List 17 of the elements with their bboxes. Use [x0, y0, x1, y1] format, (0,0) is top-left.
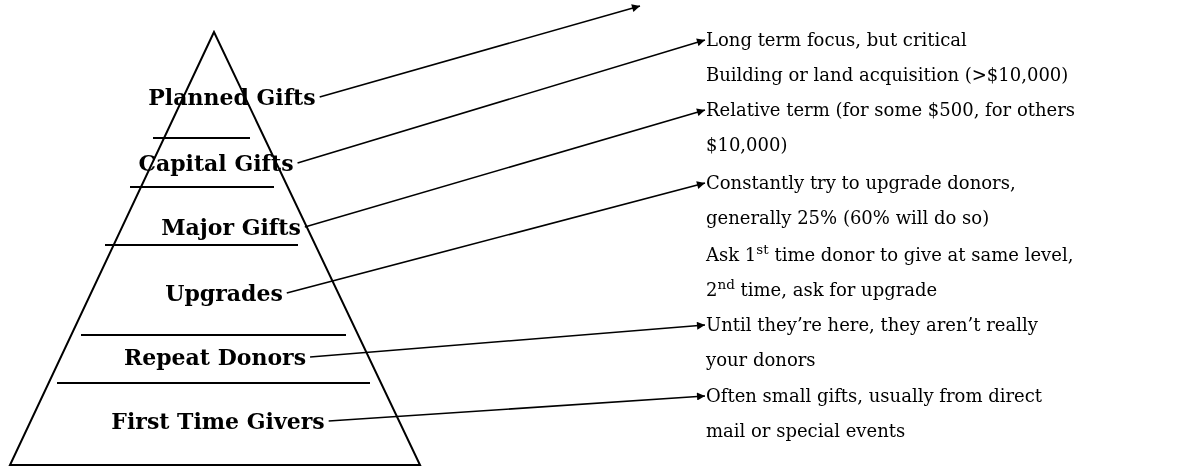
note-text: Building or land acquisition (>$10,000): [706, 63, 1070, 87]
tier-label: Major Gifts: [161, 212, 301, 242]
note-text: Relative term (for some $500, for others $10,000): [706, 92, 1082, 162]
arrow: [296, 38, 706, 164]
note-text: Until they’re here, they aren’t really your donors: [706, 307, 1082, 377]
note-text: Often small gifts, usually from direct mail or special events: [706, 378, 1082, 448]
tier-label: Repeat Donors: [123, 342, 307, 372]
note-text: Long term focus, but critical: [706, 22, 1082, 57]
arrow: [304, 108, 706, 228]
tier-label: Upgrades: [165, 278, 283, 308]
tier-label: First Time Givers: [111, 406, 325, 436]
note-text: Ask 1$^{st}$ time donor to give at same level, 2$^{nd}$ time, ask for upgrade: [706, 240, 1075, 302]
arrow: [327, 392, 706, 422]
note-text: Constantly try to upgrade donors, generally 25% (60% will do so): [706, 165, 1082, 235]
arrow: [318, 4, 641, 98]
arrow: [309, 321, 706, 358]
arrow: [285, 181, 706, 294]
